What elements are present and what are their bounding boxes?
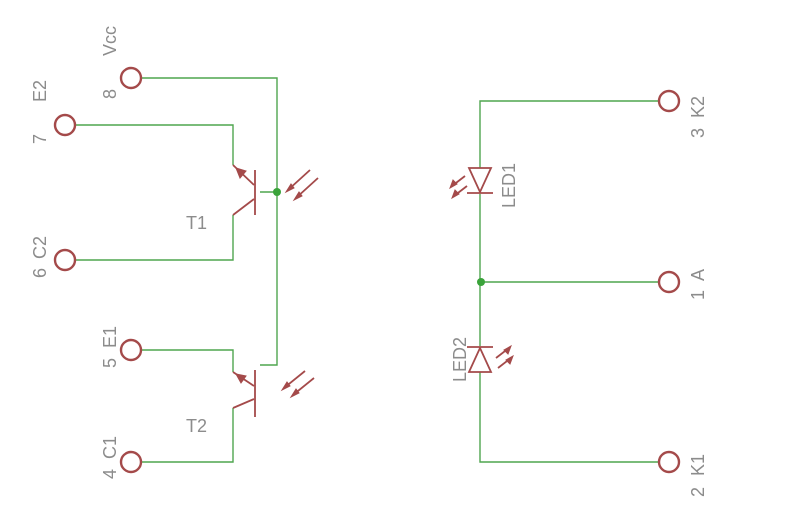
wire-c1 xyxy=(142,408,234,463)
pin-number-c2: 6 xyxy=(30,268,50,278)
pad-icon[interactable] xyxy=(119,450,143,474)
pin-name-vcc: Vcc xyxy=(100,26,120,56)
pin-number-k2: 3 xyxy=(688,128,708,138)
led-icon xyxy=(467,344,514,373)
pad-icon[interactable] xyxy=(657,450,681,474)
pin-name-a: A xyxy=(688,269,708,281)
phototransistor-icon xyxy=(232,164,319,216)
junction-dot-icon xyxy=(273,188,281,196)
pad-icon[interactable] xyxy=(119,66,143,90)
wire-e2 xyxy=(76,124,234,165)
junction-dot-icon xyxy=(477,278,485,286)
wire-e1 xyxy=(142,349,234,372)
pin-name-c2: C2 xyxy=(30,236,50,259)
pad-icon[interactable] xyxy=(119,338,143,362)
pin-name-c1: C1 xyxy=(100,436,120,459)
pin-labels: 8 Vcc 7 E2 6 C2 5 E1 4 C1 3 K2 1 A 2 K1 xyxy=(30,26,708,497)
pin-number-c1: 4 xyxy=(100,469,120,479)
pin-name-k2: K2 xyxy=(688,96,708,118)
part-label-t2: T2 xyxy=(186,416,207,436)
wire-vcc xyxy=(142,77,278,366)
wire-k1 xyxy=(479,372,658,463)
pad-icon[interactable] xyxy=(53,113,77,137)
wire-k2 xyxy=(479,100,658,168)
wire-c2 xyxy=(76,215,234,261)
pin-number-e2: 7 xyxy=(30,134,50,144)
wires xyxy=(76,77,658,463)
pin-number-e1: 5 xyxy=(100,358,120,368)
pad-icon[interactable] xyxy=(657,270,681,294)
pin-name-e1: E1 xyxy=(100,326,120,348)
pad-icon[interactable] xyxy=(657,89,681,113)
part-label-led1: LED1 xyxy=(499,163,519,208)
pad-icon[interactable] xyxy=(53,248,77,272)
led-icon xyxy=(449,167,493,200)
pin-number-vcc: 8 xyxy=(100,89,120,99)
pin-name-k1: K1 xyxy=(688,454,708,476)
pads xyxy=(53,66,681,474)
part-label-led2: LED2 xyxy=(450,337,470,382)
pin-number-k1: 2 xyxy=(688,487,708,497)
part-label-t1: T1 xyxy=(186,213,207,233)
pin-name-e2: E2 xyxy=(30,80,50,102)
pin-number-a: 1 xyxy=(688,290,708,300)
phototransistor-icon xyxy=(232,370,315,417)
